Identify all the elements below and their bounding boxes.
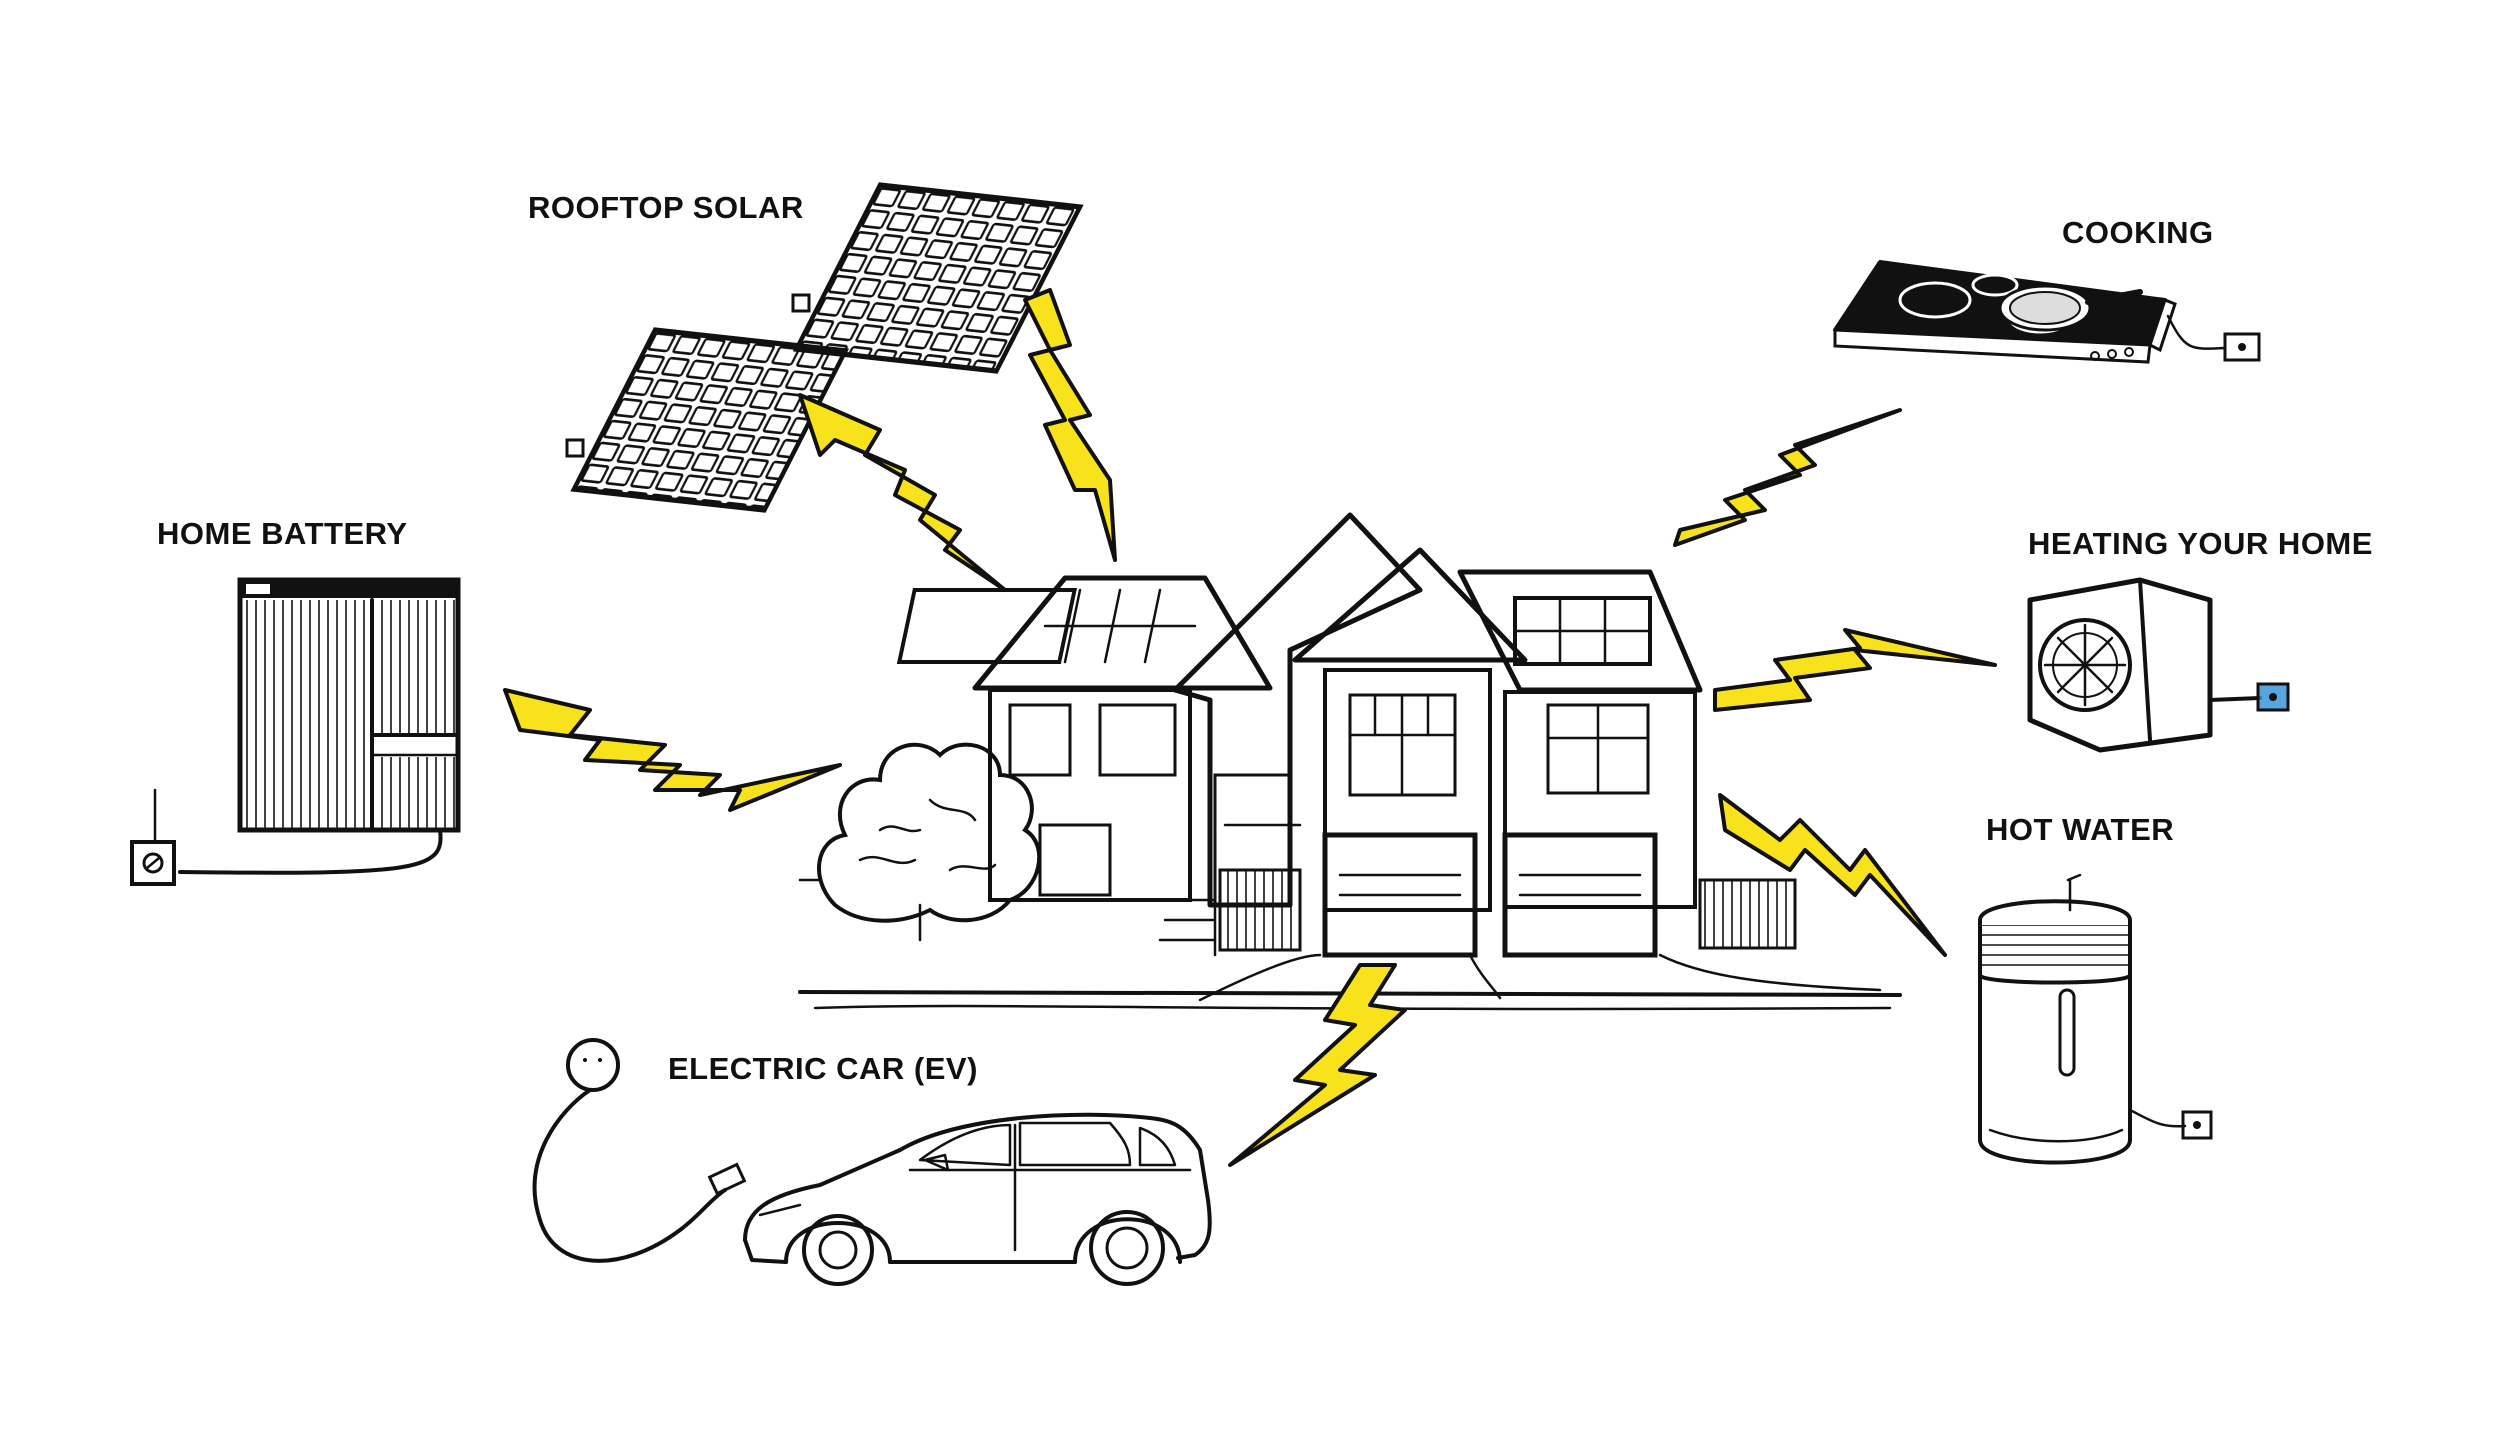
bolt-battery-icon — [505, 690, 840, 810]
water-heater-icon — [1980, 875, 2211, 1163]
house-icon — [800, 515, 1900, 1009]
home-battery-icon — [132, 580, 458, 884]
bolt-solar-left-icon — [800, 395, 1005, 590]
heat-pump-icon — [2030, 580, 2288, 750]
bolt-cooking-icon — [1675, 410, 1900, 545]
black-cooktop-icon — [1835, 262, 2259, 362]
bolt-heating-icon — [1715, 630, 1995, 710]
bolt-solar-right-icon — [1025, 290, 1115, 560]
solar-panels-icon — [567, 185, 1080, 510]
electric-car-icon — [535, 1040, 1210, 1284]
